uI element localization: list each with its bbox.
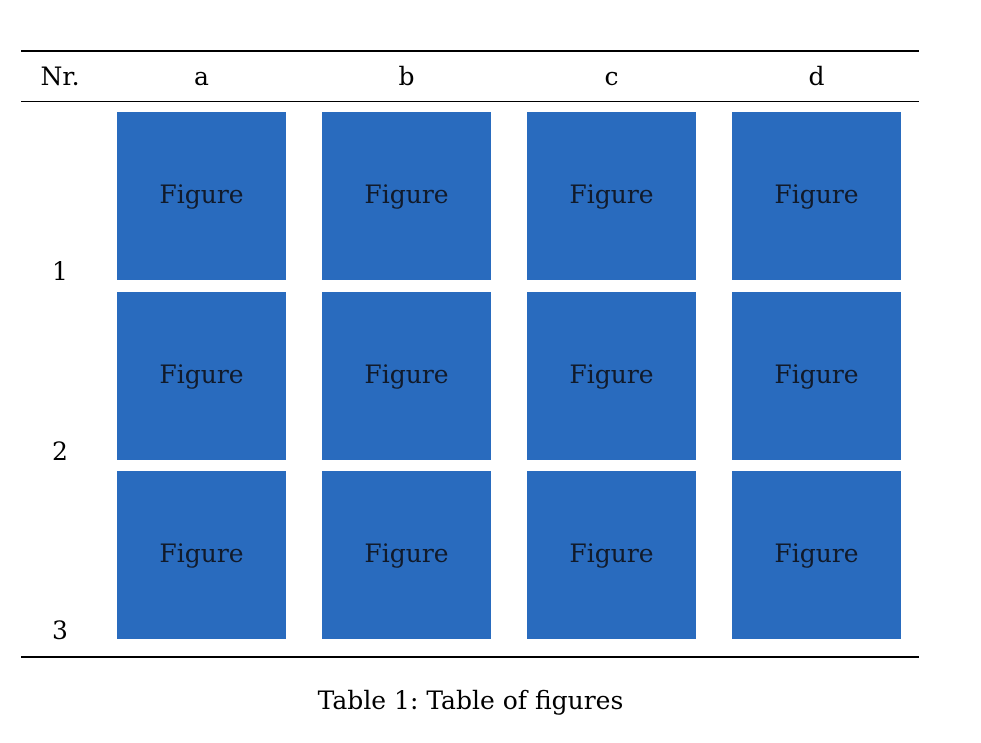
figure-label: Figure xyxy=(774,360,859,389)
header-d: d xyxy=(808,62,825,91)
figure-placeholder: Figure xyxy=(527,292,696,460)
figure-label: Figure xyxy=(774,180,859,209)
figure-label: Figure xyxy=(774,539,859,568)
figure-placeholder: Figure xyxy=(322,292,491,460)
figure-placeholder: Figure xyxy=(322,471,491,639)
row-label-2: 2 xyxy=(52,437,68,466)
figure-placeholder: Figure xyxy=(732,292,901,460)
table-caption: Table 1: Table of figures xyxy=(317,686,624,715)
figure-placeholder: Figure xyxy=(117,112,286,280)
figure-label: Figure xyxy=(159,180,244,209)
header-a: a xyxy=(194,62,209,91)
figure-placeholder: Figure xyxy=(732,112,901,280)
figure-label: Figure xyxy=(569,539,654,568)
figure-placeholder: Figure xyxy=(117,471,286,639)
figure-placeholder: Figure xyxy=(322,112,491,280)
bottom-rule xyxy=(21,656,919,658)
row-label-3: 3 xyxy=(52,616,68,645)
figure-label: Figure xyxy=(159,360,244,389)
figure-label: Figure xyxy=(364,539,449,568)
header-rule xyxy=(21,101,919,102)
header-nr: Nr. xyxy=(40,62,80,91)
figure-label: Figure xyxy=(569,360,654,389)
figure-placeholder: Figure xyxy=(527,112,696,280)
header-c: c xyxy=(604,62,619,91)
figure-label: Figure xyxy=(364,360,449,389)
figure-label: Figure xyxy=(364,180,449,209)
row-label-1: 1 xyxy=(52,257,68,286)
figure-placeholder: Figure xyxy=(117,292,286,460)
figure-label: Figure xyxy=(569,180,654,209)
figure-placeholder: Figure xyxy=(527,471,696,639)
figure-label: Figure xyxy=(159,539,244,568)
figure-placeholder: Figure xyxy=(732,471,901,639)
top-rule xyxy=(21,50,919,52)
header-b: b xyxy=(398,62,415,91)
